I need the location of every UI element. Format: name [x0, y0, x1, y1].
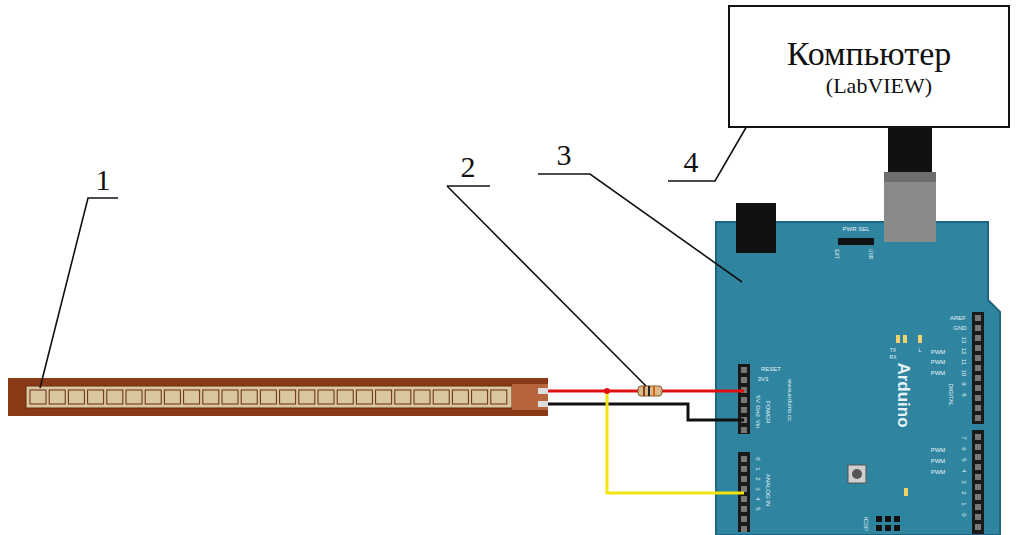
- resistor-symbol: [638, 386, 662, 396]
- computer-box: Компьютер(LabVIEW): [728, 5, 1010, 128]
- sensor-pin: [538, 388, 548, 394]
- board-label: 10: [961, 370, 967, 377]
- resistor-band: [648, 386, 650, 396]
- board-label: 5: [961, 458, 967, 461]
- callout-number: 3: [557, 140, 572, 170]
- board-label: 8: [961, 393, 967, 396]
- callout-number: 2: [461, 152, 476, 182]
- board-label: ICSP: [863, 517, 869, 531]
- led: [918, 335, 922, 343]
- board-label: 5V: [755, 395, 761, 402]
- digital-header-top: [972, 312, 984, 424]
- board-label: 4: [755, 497, 761, 500]
- board-label: RX: [890, 355, 897, 360]
- flex-sensor-strip: [26, 386, 512, 408]
- sensor-segments: [30, 390, 507, 404]
- callout-number: 4: [684, 147, 699, 177]
- resistor-band: [643, 386, 645, 396]
- board-label: 2: [961, 491, 967, 494]
- arduino-board: [716, 222, 1000, 535]
- wire-junction: [604, 388, 610, 394]
- digital-header-bottom: [972, 430, 984, 534]
- black-wire: [548, 404, 744, 420]
- resistor-band: [653, 386, 655, 396]
- board-label: TX: [890, 348, 896, 353]
- power-jack: [736, 203, 776, 253]
- board-label: 3V3: [758, 376, 769, 382]
- callout-number: 1: [96, 165, 111, 195]
- board-label: 1: [755, 467, 761, 470]
- board-label: 0: [961, 513, 967, 516]
- led: [896, 335, 900, 343]
- board-label: 1: [961, 502, 967, 505]
- board-label: 11: [961, 359, 967, 365]
- sensor-connector: [512, 384, 548, 410]
- board-label: L: [919, 348, 922, 353]
- led: [903, 335, 907, 343]
- icsp-header: [876, 516, 900, 531]
- board-label: 12: [961, 348, 967, 355]
- jumper: [838, 238, 874, 245]
- node-subtitle: (LabVIEW): [826, 73, 932, 98]
- yellow-wire: [607, 391, 744, 493]
- board-label: AREF: [950, 315, 966, 321]
- board-label: ANALOG IN: [765, 474, 771, 507]
- led: [904, 488, 908, 496]
- board-label: PWM: [931, 370, 946, 376]
- board-label: 0: [755, 457, 761, 460]
- board-label: PWM: [931, 458, 946, 464]
- board-label: USB: [868, 249, 873, 259]
- board-label: www.arduino.cc: [787, 379, 793, 421]
- board-label: PWM: [931, 469, 946, 475]
- board-label: 9: [961, 382, 967, 385]
- board-label: EXT: [834, 249, 839, 259]
- board-label: Vin: [755, 420, 761, 429]
- header-pins: [741, 315, 981, 532]
- board-label: PWM: [931, 359, 946, 365]
- board-label: 2: [755, 477, 761, 480]
- board-label: GND: [953, 325, 966, 331]
- board-label: PWM: [931, 447, 946, 453]
- board-label: 7: [961, 436, 967, 439]
- power-header: [738, 364, 750, 434]
- reset-button: [848, 465, 866, 483]
- board-label: Gnd: [755, 405, 761, 416]
- sensor-pin: [538, 401, 548, 407]
- board-label: POWER: [765, 401, 771, 424]
- board-label: 6: [961, 447, 967, 450]
- board-label: DIGITAL: [948, 384, 954, 407]
- board-label: RESET: [761, 366, 781, 372]
- node-title: Arduino: [893, 362, 913, 427]
- board-label: 5: [755, 507, 761, 510]
- board-label: 3: [961, 480, 967, 483]
- board-label: PWM: [931, 349, 946, 355]
- usb-plug: [884, 172, 936, 242]
- board-label: 13: [961, 337, 967, 344]
- leader-lines: [40, 100, 762, 388]
- usb-plug-shade: [884, 172, 936, 182]
- reset-button-cap: [852, 469, 862, 479]
- board-label: 3: [755, 487, 761, 490]
- flex-sensor: [8, 378, 548, 416]
- board-label: 4: [961, 469, 967, 472]
- board-label: PWR SEL: [842, 226, 869, 232]
- node-title: Компьютер: [787, 34, 951, 73]
